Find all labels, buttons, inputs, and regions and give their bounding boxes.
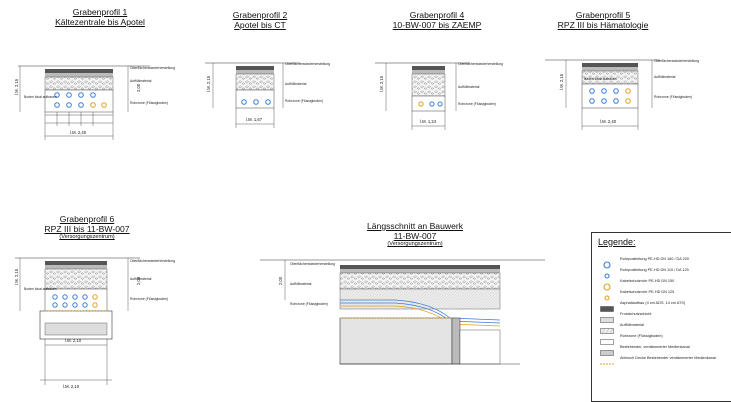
legend-item: Asphaltaufbau (4 cm ADS, 14 cm ATS) (596, 299, 731, 312)
legend-symbol-icon (600, 300, 614, 312)
legend-item: Bestehender, verdämmerter Medienkanal (596, 343, 731, 356)
legend-item: Rohrpostleitung PE-HD DN 160 / DA 200 (596, 255, 731, 269)
legend-item: Kabelschutzrohr PE-HD DN 125 (596, 288, 731, 301)
svg-text:l.M. 2,15: l.M. 2,15 (206, 75, 211, 92)
svg-text:Boden lokal aufbauen: Boden lokal aufbauen (584, 77, 617, 81)
svg-text:Rohrzone (Flüssigboden): Rohrzone (Flüssigboden) (458, 102, 496, 106)
svg-text:l.M. 2,15: l.M. 2,15 (559, 73, 564, 90)
svg-text:Auffüllmaterial: Auffüllmaterial (458, 85, 480, 89)
svg-text:2,00: 2,00 (136, 83, 141, 92)
svg-text:l.M. 2,15: l.M. 2,15 (14, 268, 19, 285)
asphalt-layer (45, 69, 113, 73)
legend-symbol-icon (600, 333, 614, 345)
legend-item: Rohrzone (Flüssigboden) (596, 332, 731, 345)
legend-title: Legende: (598, 237, 636, 247)
legend-symbol-icon (600, 322, 614, 334)
legend-item: Kabelschutzrohr PE-HD DN 150 (596, 277, 731, 291)
svg-text:Rohrzone (Flüssigboden): Rohrzone (Flüssigboden) (290, 302, 328, 306)
profile-6-width: l.M. 2,10 (63, 384, 80, 389)
legend-item-label: Kabelschutzrohr PE-HD DN 125 (620, 290, 675, 294)
svg-text:Oberflächenwiederherstellung: Oberflächenwiederherstellung (130, 259, 175, 263)
profile-1-width: l.M. 2,40 (70, 130, 87, 135)
svg-text:Oberflächenwiederherstellung: Oberflächenwiederherstellung (130, 66, 175, 70)
profile-5-drawing: l.M. 2,40 l.M. 2,15 Oberflächenwiederher… (545, 59, 699, 130)
svg-text:Auffüllmaterial: Auffüllmaterial (285, 82, 307, 86)
legend-item: Rohrpostleitung PE-HD DN 110 / DA 125 (596, 266, 731, 279)
svg-text:l.M. 2,15: l.M. 2,15 (14, 78, 19, 95)
legend-symbol-icon (600, 311, 614, 323)
legend-item: Abbruch Decke Bestehender verdämmerter M… (596, 354, 731, 365)
legend-item: Frostschutzschicht (596, 310, 731, 323)
profile-6-drawing: l.M. 2,10 l.M. 2,10 l.M. 2,15 2,00 Oberf… (14, 257, 175, 389)
legend-item-label: Abbruch Decke Bestehender verdämmerter M… (620, 356, 716, 360)
svg-text:Auffüllmaterial: Auffüllmaterial (130, 79, 152, 83)
svg-text:Rohrzone (Flüssigboden): Rohrzone (Flüssigboden) (654, 95, 692, 99)
svg-text:Rohrzone (Flüssigboden): Rohrzone (Flüssigboden) (130, 101, 168, 105)
legend-item: Auffüllmaterial (596, 321, 731, 334)
svg-text:Auffüllmaterial: Auffüllmaterial (130, 277, 152, 281)
profile-2-drawing: l.M. 1,67 l.M. 2,15 Oberflächenwiederher… (205, 62, 330, 128)
svg-text:Oberflächenwiederherstellung: Oberflächenwiederherstellung (458, 62, 503, 66)
legend-symbol-icon (600, 289, 614, 301)
profile-4-width: l.M. 1,24 (420, 119, 437, 124)
legend-symbol-icon (600, 256, 614, 269)
trench-drawings: l.M. 2,40 l.M. 2,15 2,00 Oberflächenwied… (14, 59, 699, 389)
profile-2-width: l.M. 1,67 (246, 117, 263, 122)
svg-text:Auffüllmaterial: Auffüllmaterial (654, 75, 676, 79)
svg-text:2,00: 2,00 (278, 276, 283, 285)
svg-text:l.M. 2,15: l.M. 2,15 (379, 75, 384, 92)
profile-4-drawing: l.M. 1,24 l.M. 2,15 Oberflächenwiederher… (375, 62, 503, 130)
legend-item-label: Bestehender, verdämmerter Medienkanal (620, 345, 690, 349)
legend-item-label: Frostschutzschicht (620, 312, 652, 316)
longitudinal-section-drawing: 2,00 Oberflächenwiederherstellung Auffül… (260, 259, 545, 365)
existing-channel (44, 322, 108, 336)
legend-item-label: Rohrpostleitung PE-HD DN 160 / DA 200 (620, 257, 690, 261)
svg-text:Boden lokal aufbauen: Boden lokal aufbauen (24, 95, 57, 99)
svg-text:Oberflächenwiederherstellung: Oberflächenwiederherstellung (290, 262, 335, 266)
pipe-zone (44, 89, 114, 113)
legend-item-label: Kabelschutzrohr PE-HD DN 150 (620, 279, 675, 283)
legend-item-label: Asphaltaufbau (4 cm ADS, 14 cm ATS) (620, 301, 686, 305)
svg-text:2,00: 2,00 (136, 276, 141, 285)
svg-text:Boden lokal aufbauen: Boden lokal aufbauen (24, 287, 57, 291)
legend-item-label: Rohrpostleitung PE-HD DN 110 / DA 125 (620, 268, 689, 272)
legend-item-label: Auffüllmaterial (620, 323, 644, 327)
svg-text:Oberflächenwiederherstellung: Oberflächenwiederherstellung (654, 59, 699, 63)
profile-5-width: l.M. 2,40 (600, 119, 617, 124)
legend-box: Legende: Rohrpostleitung PE-HD DN 160 / … (591, 232, 731, 402)
legend-symbol-icon (600, 355, 614, 365)
legend-symbol-icon (600, 278, 614, 291)
profile-6-inner-width: l.M. 2,10 (65, 338, 82, 343)
profile-1-drawing: l.M. 2,40 l.M. 2,15 2,00 Oberflächenwied… (14, 65, 175, 140)
svg-text:Rohrzone (Flüssigboden): Rohrzone (Flüssigboden) (285, 99, 323, 103)
legend-symbol-icon (600, 344, 614, 356)
legend-symbol-icon (600, 267, 614, 279)
svg-text:Rohrzone (Flüssigboden): Rohrzone (Flüssigboden) (130, 297, 168, 301)
svg-text:Oberflächenwiederherstellung: Oberflächenwiederherstellung (285, 62, 330, 66)
svg-text:Auffüllmaterial: Auffüllmaterial (290, 282, 312, 286)
legend-item-label: Rohrzone (Flüssigboden) (620, 334, 663, 338)
